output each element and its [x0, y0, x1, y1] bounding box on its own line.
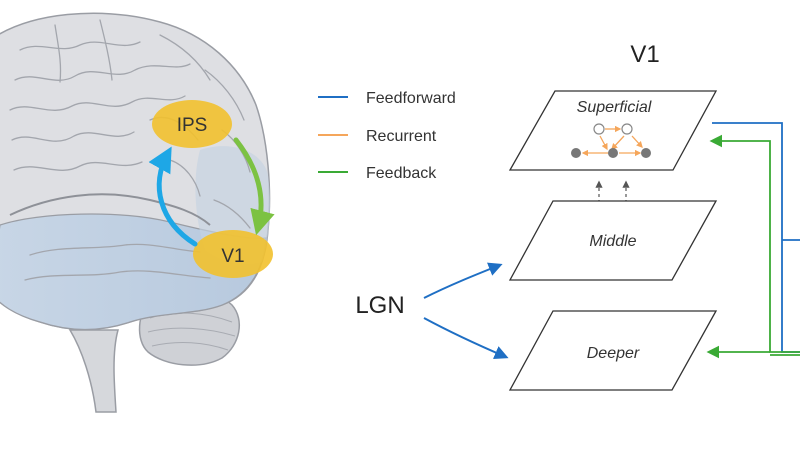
- feedback-input-line: [709, 134, 800, 353]
- layer-deeper-label: Deeper: [587, 345, 640, 362]
- legend-label-feedforward: Feedforward: [366, 90, 456, 107]
- neuron-open: [593, 123, 605, 135]
- legend-label-recurrent: Recurrent: [366, 128, 437, 145]
- neuron-filled: [641, 148, 651, 158]
- layer-superficial-label: Superficial: [577, 99, 652, 116]
- v1-to-ips-arrow: [148, 146, 198, 247]
- v1-title: V1: [630, 41, 659, 68]
- lgn-to-deeper-arrow: [423, 317, 509, 360]
- v1-laminar-diagram: V1 Superficial Middle Deeper LGN: [355, 41, 800, 391]
- layer-superficial: [508, 90, 718, 171]
- recurrent-circuit: [571, 123, 651, 158]
- ips-region-label: IPS: [177, 115, 208, 136]
- neuron-filled: [571, 148, 581, 158]
- brain-illustration: IPS V1: [0, 12, 275, 413]
- neuron-filled: [608, 148, 618, 158]
- legend: Feedforward Recurrent Feedback: [318, 90, 456, 182]
- ips-to-v1-arrow: [233, 137, 275, 236]
- feedforward-output-line: [712, 122, 800, 353]
- sylvian-fissure: [9, 193, 211, 226]
- v1-region-label: V1: [221, 246, 244, 267]
- lgn-to-middle-arrow: [423, 262, 503, 299]
- legend-label-feedback: Feedback: [366, 165, 437, 182]
- neuron-open: [621, 123, 633, 135]
- layer-middle: [508, 200, 718, 281]
- layer-middle-label: Middle: [589, 233, 636, 250]
- ips-region: [152, 100, 232, 148]
- brainstem: [68, 329, 119, 413]
- v1-region: [193, 230, 273, 278]
- lgn-label: LGN: [355, 292, 404, 319]
- layer-deeper: [508, 310, 718, 391]
